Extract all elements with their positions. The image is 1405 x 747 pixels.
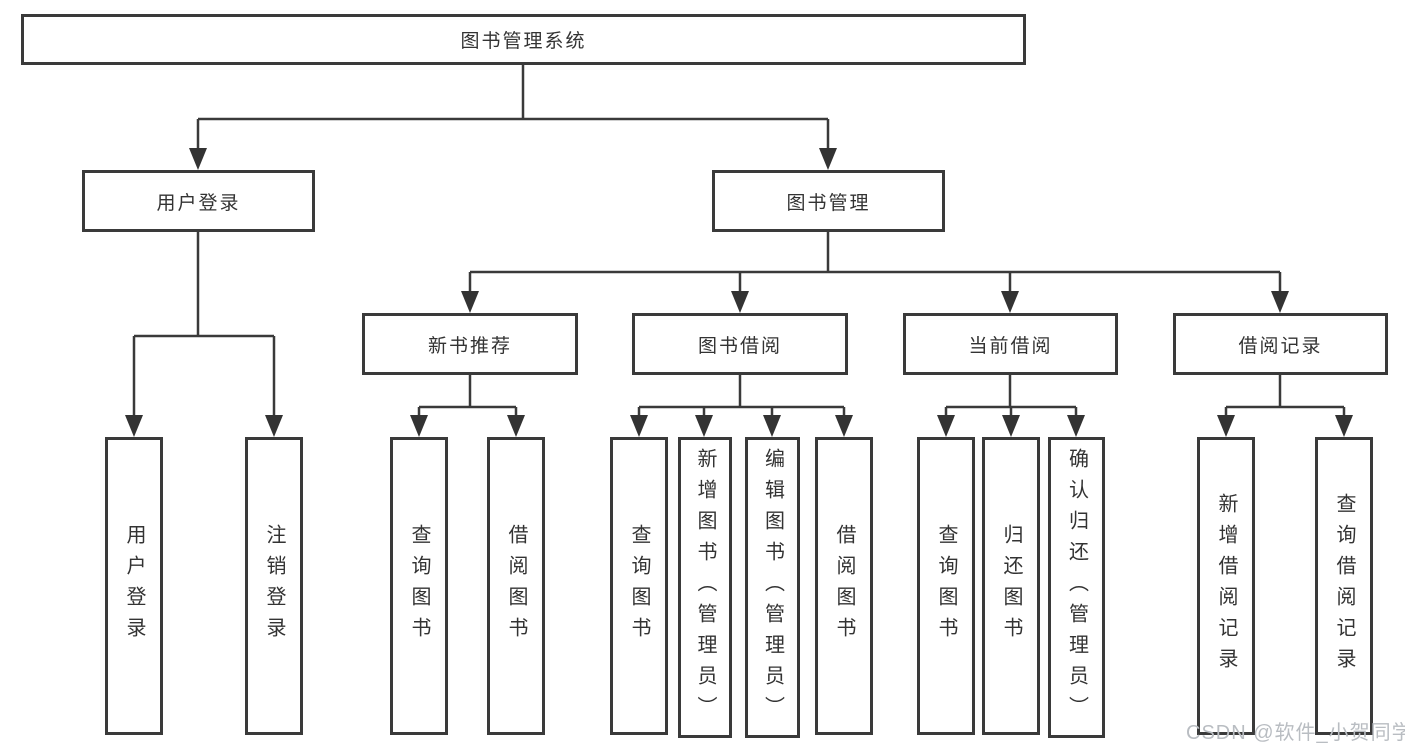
leaf-add-books-admin-label: 新增图书（管理员） <box>694 448 716 727</box>
leaf-confirm-return-admin: 确认归还（管理员） <box>1048 437 1105 738</box>
leaf-return-books-label: 归还图书 <box>1000 524 1022 648</box>
leaf-borrow-books: 借阅图书 <box>815 437 873 735</box>
node-current-borrow: 当前借阅 <box>903 313 1118 375</box>
node-root-label: 图书管理系统 <box>460 31 587 52</box>
leaf-query-books-borrow: 查询图书 <box>610 437 668 735</box>
leaf-add-borrow-record-label: 新增借阅记录 <box>1215 493 1237 679</box>
node-current-borrow-label: 当前借阅 <box>968 335 1053 357</box>
node-book-borrow: 图书借阅 <box>632 313 848 375</box>
leaf-logout: 注销登录 <box>245 437 303 735</box>
leaf-query-books-recommend-label: 查询图书 <box>408 524 430 648</box>
node-book-borrow-label: 图书借阅 <box>697 335 782 357</box>
node-borrow-records: 借阅记录 <box>1173 313 1388 375</box>
node-borrow-records-label: 借阅记录 <box>1238 335 1323 357</box>
leaf-query-borrow-record: 查询借阅记录 <box>1315 437 1373 735</box>
node-new-book-recommend-label: 新书推荐 <box>427 335 512 357</box>
leaf-borrow-books-recommend-label: 借阅图书 <box>505 524 527 648</box>
leaf-confirm-return-admin-label: 确认归还（管理员） <box>1065 448 1088 727</box>
node-new-book-recommend: 新书推荐 <box>362 313 578 375</box>
leaf-borrow-books-recommend: 借阅图书 <box>487 437 545 735</box>
csdn-watermark: CSDN @软件_小贺同学 <box>1186 722 1405 744</box>
leaf-edit-books-admin: 编辑图书（管理员） <box>745 437 800 738</box>
leaf-query-borrow-record-label: 查询借阅记录 <box>1333 493 1355 679</box>
node-user-login-label: 用户登录 <box>156 192 241 214</box>
leaf-query-books-current: 查询图书 <box>917 437 975 735</box>
leaf-user-login-label: 用户登录 <box>123 524 145 648</box>
leaf-edit-books-admin-label: 编辑图书（管理员） <box>761 448 784 727</box>
leaf-query-books-recommend: 查询图书 <box>390 437 448 735</box>
leaf-user-login: 用户登录 <box>105 437 163 735</box>
leaf-query-books-borrow-label: 查询图书 <box>628 524 650 648</box>
leaf-add-borrow-record: 新增借阅记录 <box>1197 437 1255 735</box>
leaf-logout-label: 注销登录 <box>263 524 285 648</box>
leaf-return-books: 归还图书 <box>982 437 1040 735</box>
node-root: 图书管理系统 <box>21 14 1026 65</box>
node-user-login: 用户登录 <box>82 170 315 232</box>
node-book-management: 图书管理 <box>712 170 945 232</box>
node-book-management-label: 图书管理 <box>786 192 871 214</box>
leaf-query-books-current-label: 查询图书 <box>935 524 957 648</box>
leaf-borrow-books-label: 借阅图书 <box>833 524 855 648</box>
leaf-add-books-admin: 新增图书（管理员） <box>678 437 732 738</box>
